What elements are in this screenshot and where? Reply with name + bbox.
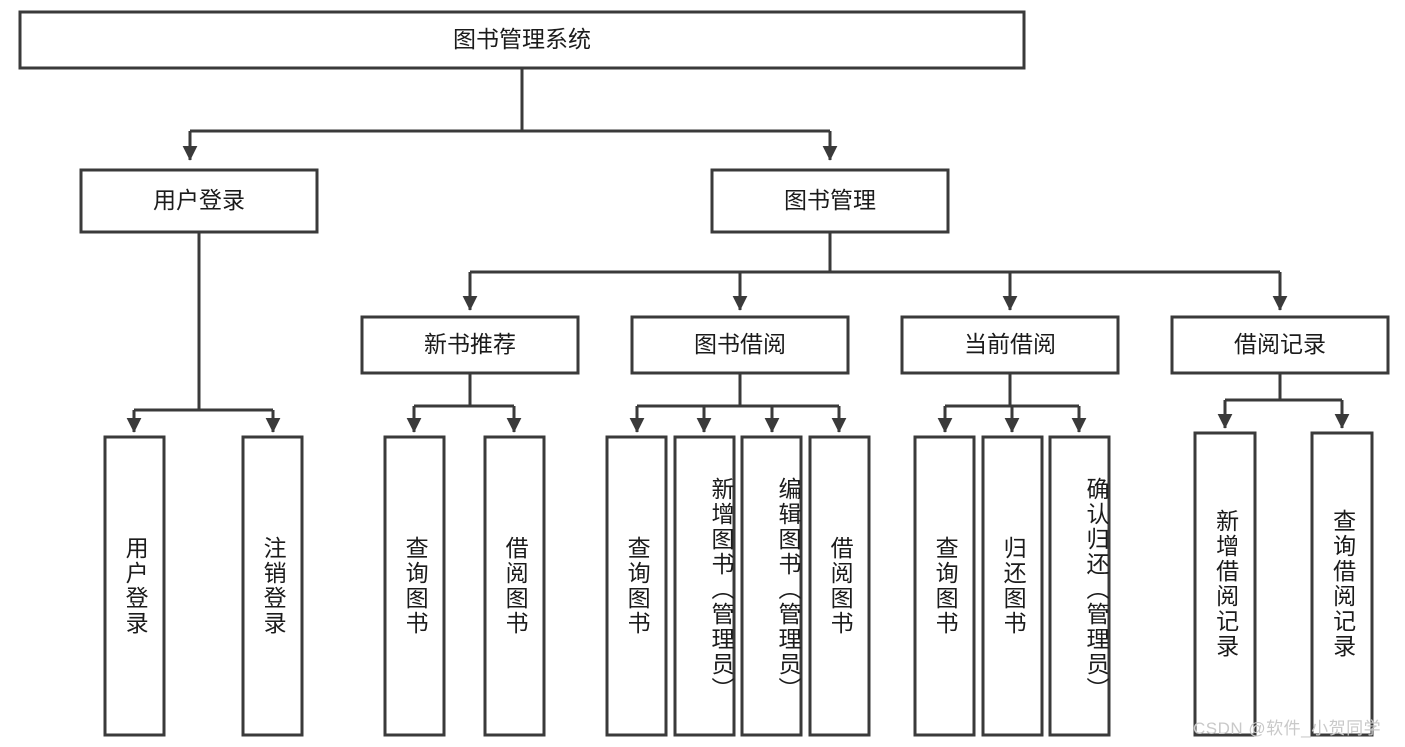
node-new-book-recommend-box	[360, 315, 580, 375]
node-book-management-box	[710, 168, 950, 234]
node-root-box	[18, 10, 1026, 70]
node-book-borrow-box	[630, 315, 850, 375]
leaf-box-current-borrow-1[interactable]	[913, 435, 976, 737]
node-new-book-recommend[interactable]: 新书推荐	[360, 315, 580, 375]
leaf-box-book-borrow-3[interactable]	[740, 435, 803, 737]
leaf-box-borrow-record-1[interactable]	[1193, 431, 1257, 737]
node-root[interactable]: 图书管理系统	[18, 10, 1026, 70]
leaf-box-new-book-2[interactable]	[483, 435, 546, 737]
leaf-box-new-book-1[interactable]	[383, 435, 446, 737]
leaf-box-book-borrow-1[interactable]	[605, 435, 668, 737]
node-new-book-recommend-label: 新书推荐	[424, 331, 516, 357]
leaf-box-user-login-1[interactable]	[103, 435, 166, 737]
node-borrow-record[interactable]: 借阅记录	[1170, 315, 1390, 375]
node-current-borrow-label: 当前借阅	[964, 331, 1056, 357]
node-book-borrow[interactable]: 图书借阅	[630, 315, 850, 375]
node-book-borrow-label: 图书借阅	[694, 331, 786, 357]
node-current-borrow-box	[900, 315, 1120, 375]
node-current-borrow[interactable]: 当前借阅	[900, 315, 1120, 375]
node-user-login-label: 用户登录	[153, 187, 245, 213]
leaf-box-book-borrow-4[interactable]	[808, 435, 871, 737]
csdn-watermark: CSDN @软件_小贺同学	[1193, 719, 1382, 738]
leaf-box-user-login-2[interactable]	[241, 435, 304, 737]
node-book-management[interactable]: 图书管理	[710, 168, 950, 234]
node-borrow-record-label: 借阅记录	[1234, 331, 1326, 357]
node-borrow-record-box	[1170, 315, 1390, 375]
node-book-management-label: 图书管理	[784, 187, 876, 213]
leaf-box-borrow-record-2[interactable]	[1310, 431, 1374, 737]
leaf-box-book-borrow-2[interactable]	[673, 435, 736, 737]
leaf-box-current-borrow-2[interactable]	[981, 435, 1044, 737]
leaf-box-current-borrow-3[interactable]	[1048, 435, 1111, 737]
node-root-label: 图书管理系统	[453, 26, 591, 52]
node-user-login[interactable]: 用户登录	[79, 168, 319, 234]
